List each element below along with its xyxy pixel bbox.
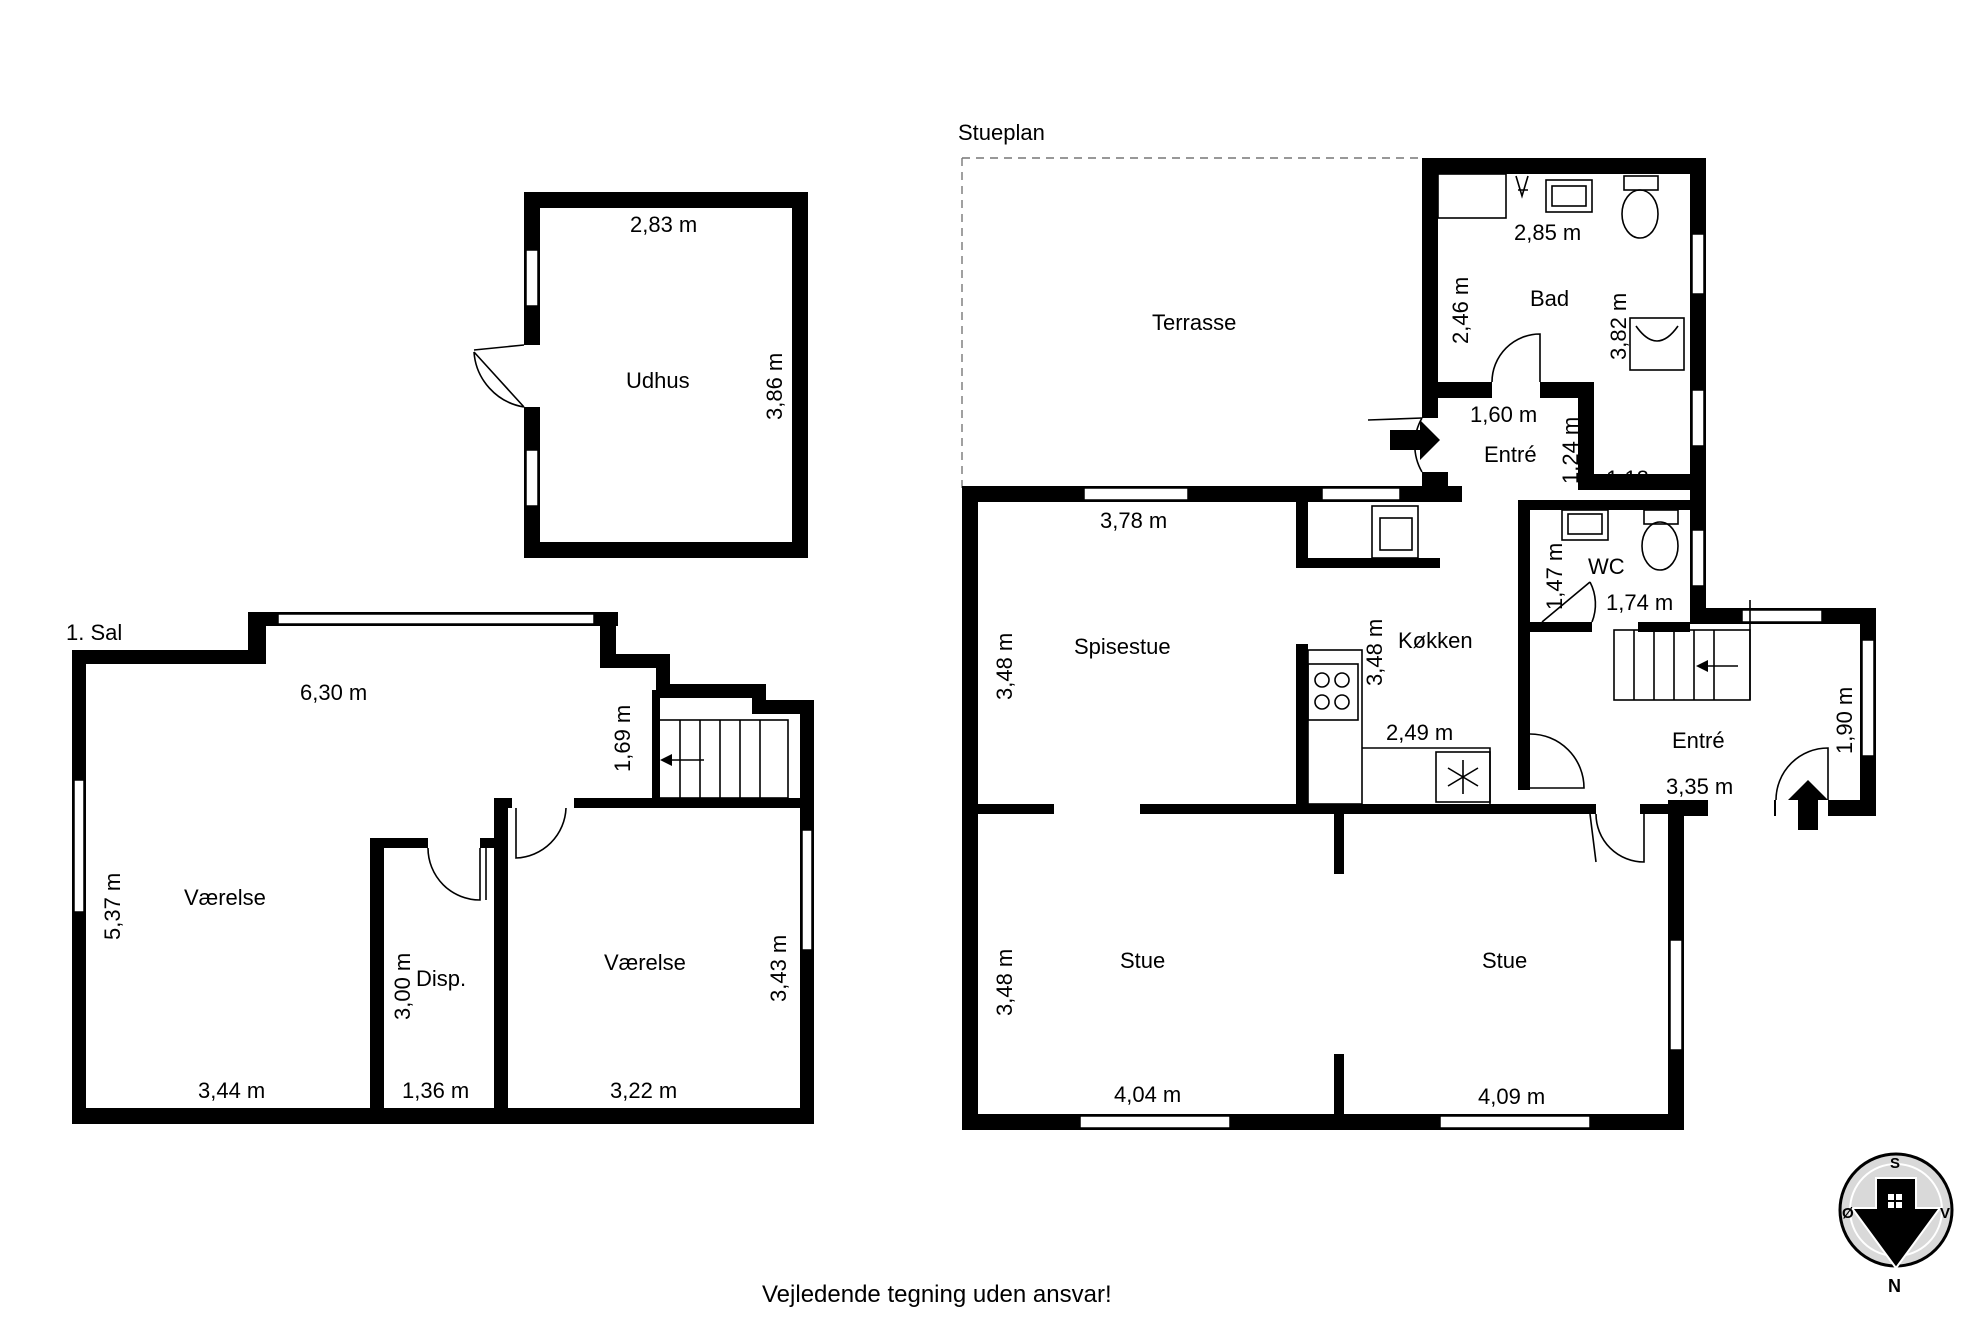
dim-stue-left-width: 4,04 m [1114,1082,1181,1107]
dim-kokken-width: 2,49 m [1386,720,1453,745]
dim-first-bottom-right: 3,22 m [610,1078,677,1103]
room-entre-lower: Entré [1672,728,1725,753]
ground-floor [961,157,1876,1130]
dim-first-left: 5,37 m [100,873,125,940]
room-terrasse: Terrasse [1152,310,1236,335]
dim-bad-width: 2,85 m [1514,220,1581,245]
compass [1838,1152,1954,1270]
label-first-floor: 1. Sal [66,620,122,645]
dim-spise-width: 3,78 m [1100,508,1167,533]
room-wc: WC [1588,554,1625,579]
dim-bad-right: 3,82 m [1606,293,1631,360]
compass-s: S [1890,1155,1900,1172]
dim-bad-left: 2,46 m [1448,277,1473,344]
room-stue-left: Stue [1120,948,1165,973]
room-spisestue: Spisestue [1074,634,1171,659]
dim-first-top: 6,30 m [300,680,367,705]
dim-entre2-width: 3,35 m [1666,774,1733,799]
dim-first-stair: 1,69 m [610,705,635,772]
dim-first-bottom-left: 3,44 m [198,1078,265,1103]
compass-o: Ø [1842,1205,1854,1222]
dim-first-right: 3,43 m [766,935,791,1002]
dim-wc-width: 1,74 m [1606,590,1673,615]
room-vaerelse-left: Værelse [184,885,266,910]
dim-wc-height: 1,47 m [1542,543,1567,610]
room-vaerelse-right: Værelse [604,950,686,975]
dim-stue-right-width: 4,09 m [1478,1084,1545,1109]
room-stue-right: Stue [1482,948,1527,973]
dim-stue-height: 3,48 m [992,949,1017,1016]
dim-spise-height: 3,48 m [992,633,1017,700]
label-ground-floor: Stueplan [958,120,1045,145]
dim-entre-width: 1,60 m [1470,402,1537,427]
room-entre-upper: Entré [1484,442,1537,467]
dim-udhus-depth: 3,86 m [762,353,787,420]
dim-kokken-height: 3,48 m [1362,619,1387,686]
dim-entre2-height: 1,90 m [1832,687,1857,754]
dim-first-disp: 3,00 m [390,953,415,1020]
room-bad: Bad [1530,286,1569,311]
dim-udhus-width: 2,83 m [630,212,697,237]
dim-118: 1,18 m [1606,466,1673,491]
room-udhus: Udhus [626,368,690,393]
disclaimer: Vejledende tegning uden ansvar! [762,1281,1112,1308]
outbuilding [473,192,808,558]
compass-n: N [1888,1276,1901,1296]
dim-entre-height: 1,24 m [1558,417,1583,484]
room-kokken: Køkken [1398,628,1473,653]
dim-first-bottom-disp: 1,36 m [402,1078,469,1103]
room-disp: Disp. [416,966,466,991]
first-floor [72,612,814,1124]
compass-v: V [1940,1205,1950,1222]
